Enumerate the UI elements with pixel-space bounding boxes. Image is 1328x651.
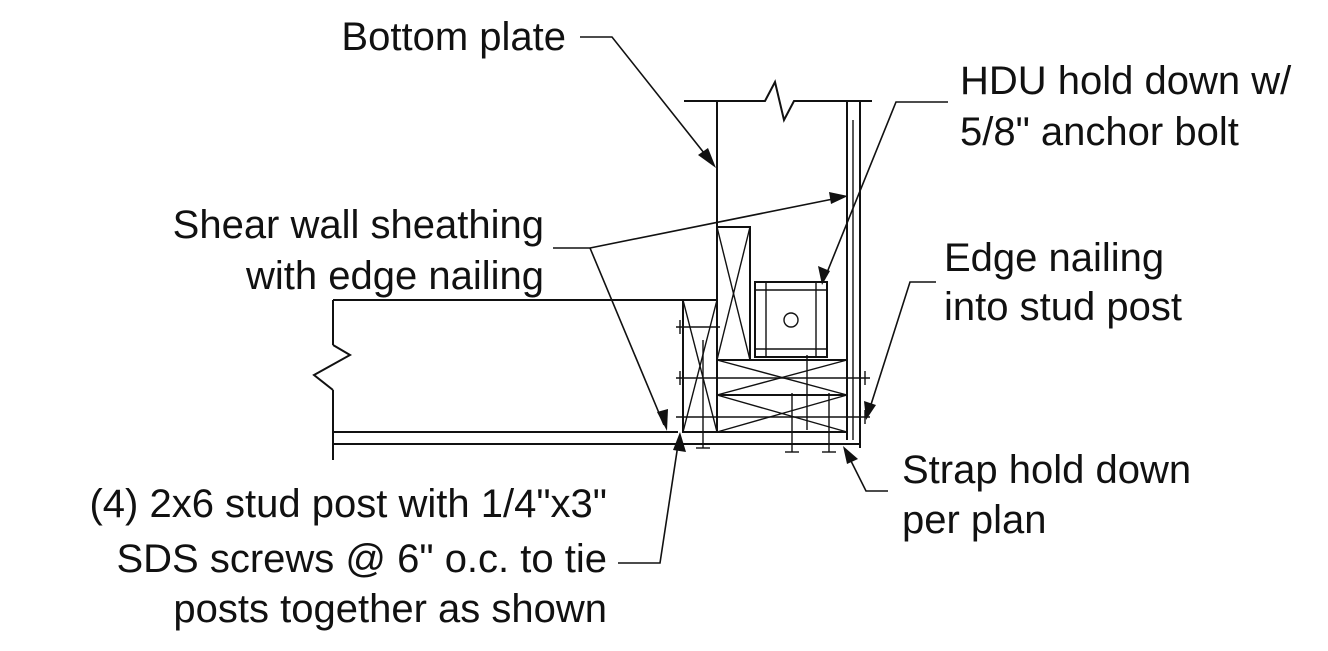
label-hdu-line1: HDU hold down w/ bbox=[960, 59, 1292, 103]
label-shear-line1: Shear wall sheathing bbox=[173, 203, 544, 247]
stud-post-horizontal-2 bbox=[716, 394, 848, 433]
label-edge-line2: into stud post bbox=[944, 285, 1182, 329]
stud-post-vertical-2 bbox=[682, 299, 718, 433]
lower-wall bbox=[312, 299, 860, 460]
label-hdu-line2: 5/8" anchor bolt bbox=[960, 110, 1239, 154]
leader-stud-post bbox=[618, 432, 686, 564]
leader-shear-wall bbox=[553, 192, 848, 431]
label-post-line3: posts together as shown bbox=[173, 587, 607, 631]
leader-hdu bbox=[818, 101, 948, 285]
hdu-hold-down bbox=[754, 281, 828, 358]
leader-strap bbox=[843, 446, 888, 492]
stud-post-vertical-1 bbox=[716, 226, 751, 361]
label-post-line1: (4) 2x6 stud post with 1/4"x3" bbox=[89, 482, 607, 526]
leader-edge-nailing bbox=[864, 281, 936, 420]
label-post-line2: SDS screws @ 6" o.c. to tie bbox=[116, 537, 607, 581]
label-strap-line2: per plan bbox=[902, 498, 1047, 542]
label-edge-line1: Edge nailing bbox=[944, 236, 1164, 280]
sds-screws bbox=[676, 320, 870, 453]
leader-bottom-plate bbox=[580, 36, 716, 168]
label-strap-line1: Strap hold down bbox=[902, 448, 1191, 492]
label-shear-line2: with edge nailing bbox=[245, 254, 544, 298]
upper-wall bbox=[684, 79, 872, 448]
label-bottom-plate: Bottom plate bbox=[341, 15, 566, 59]
